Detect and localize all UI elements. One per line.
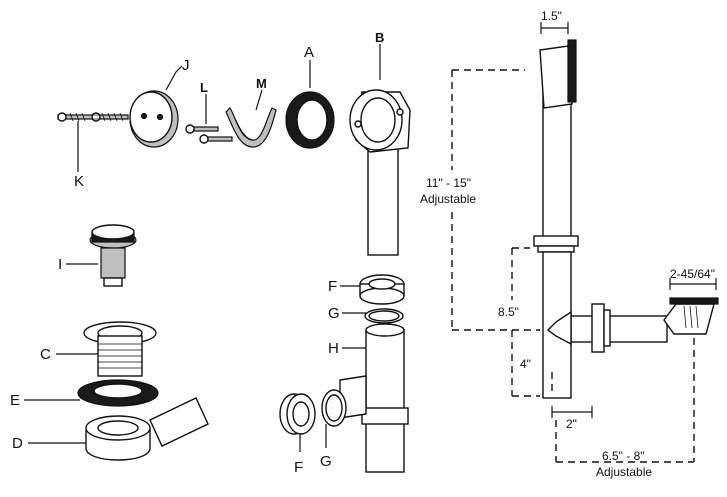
dim-low-height: 4" — [520, 357, 531, 371]
label-h: H — [328, 340, 339, 357]
part-e-washer — [77, 379, 159, 407]
part-f-nut-side — [279, 393, 316, 435]
label-m: M — [256, 76, 267, 91]
dimension-lines — [451, 22, 717, 463]
dim-reach-range: 6.5" - 8" — [602, 449, 645, 463]
label-g-side: G — [320, 453, 332, 470]
part-l-screws — [185, 124, 233, 144]
dim-reach-note: Adjustable — [596, 465, 652, 479]
label-e: E — [10, 392, 20, 409]
dim-height-range: 11" - 15" — [426, 176, 471, 190]
label-a: A — [304, 44, 314, 61]
dim-top-width: 1.5" — [541, 9, 562, 23]
part-g-ring-side — [321, 389, 347, 427]
label-f-side: F — [294, 459, 303, 476]
label-b: B — [375, 30, 384, 45]
label-d: D — [12, 435, 23, 452]
dim-height-note: Adjustable — [420, 192, 476, 206]
part-j-faceplate — [129, 90, 179, 148]
part-a-gasket — [285, 91, 335, 149]
part-k-screws — [57, 112, 129, 122]
part-d-drain-shoe — [85, 397, 209, 461]
label-j: J — [182, 57, 190, 74]
dim-offset: 2" — [566, 417, 577, 431]
part-h-tee — [339, 323, 409, 473]
part-i-stopper — [89, 224, 137, 287]
part-b-overflow-elbow — [349, 89, 411, 256]
label-k: K — [74, 173, 84, 190]
assembled-drain — [533, 39, 719, 399]
part-f-nut-top — [359, 274, 405, 305]
label-c: C — [40, 346, 51, 363]
dim-drop-height: 8.5" — [498, 305, 519, 319]
part-c-drain-flange — [83, 321, 157, 377]
dim-trap-width: 2-45/64" — [670, 267, 715, 281]
part-g-ring-top — [364, 308, 404, 324]
part-m-bracket — [225, 107, 277, 148]
label-l: L — [200, 80, 208, 95]
label-g-top: G — [328, 305, 340, 322]
label-i: I — [58, 256, 62, 273]
label-f-top: F — [328, 278, 337, 295]
